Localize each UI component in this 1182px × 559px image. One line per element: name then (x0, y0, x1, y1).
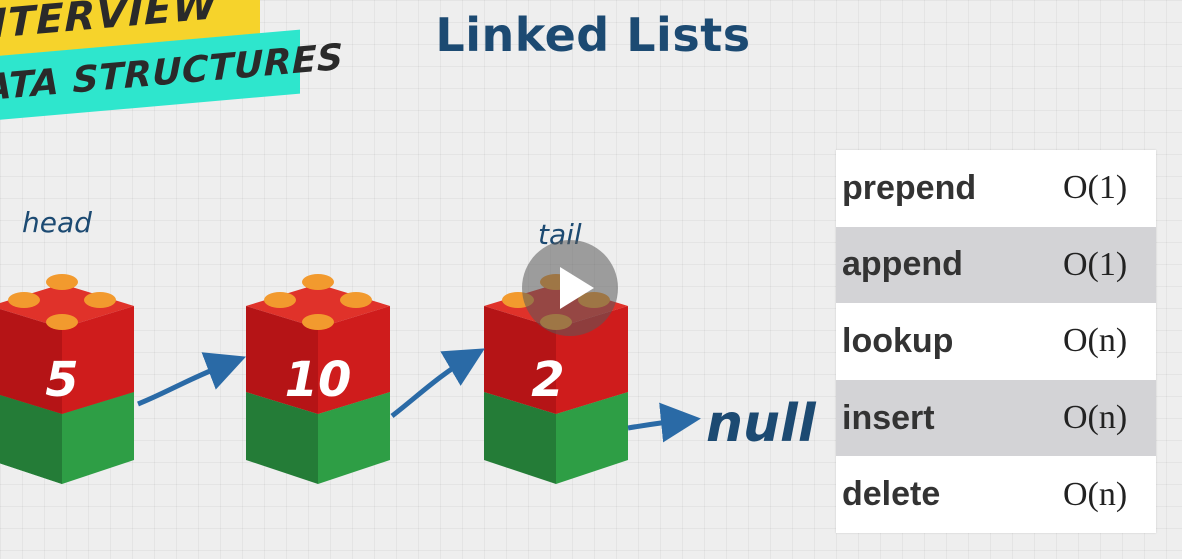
node-5-brick-right (62, 306, 134, 414)
node-5-stud (46, 314, 78, 330)
table-row: insert O(n) (836, 379, 1156, 457)
operation-cost: O(1) (1063, 245, 1128, 283)
node-5-base-left (0, 395, 62, 484)
node-10-stud (340, 292, 372, 308)
arrow-node-10-to-2 (390, 348, 485, 418)
table-row: delete O(n) (836, 456, 1156, 533)
operation-name: prepend (842, 168, 977, 207)
operation-cost: O(1) (1063, 169, 1128, 207)
node-10-brick-right (318, 306, 390, 414)
node-5-stud (84, 292, 116, 308)
operation-name: lookup (842, 321, 954, 360)
list-node-5: 5 (0, 274, 134, 484)
node-10-base-right (318, 392, 390, 484)
list-node-10: 10 (246, 274, 390, 484)
table-row: lookup O(n) (836, 303, 1156, 380)
operation-name: insert (842, 398, 935, 437)
slide-title: Linked Lists (435, 8, 751, 62)
operation-cost: O(n) (1063, 399, 1128, 437)
node-5-value: 5 (45, 352, 78, 408)
table-row: append O(1) (836, 226, 1156, 304)
node-5-stud (46, 274, 78, 290)
node-5-stud (8, 292, 40, 308)
play-icon[interactable] (522, 240, 618, 336)
node-10-stud (302, 274, 334, 290)
node-10-stud (302, 314, 334, 330)
table-row: prepend O(1) (836, 150, 1156, 227)
operations-complexity-table: prepend O(1) append O(1) lookup O(n) ins… (836, 150, 1156, 533)
operation-name: delete (842, 475, 941, 514)
node-10-value: 10 (285, 352, 352, 408)
operation-cost: O(n) (1063, 475, 1128, 513)
arrow-node-5-to-10 (137, 352, 247, 407)
node-5-brick-left (0, 309, 62, 414)
node-2-brick-left (484, 306, 556, 414)
null-label: null (706, 394, 816, 454)
node-2-value: 2 (531, 352, 564, 408)
arrow-node-2-to-null (627, 402, 701, 443)
node-10-stud (264, 292, 296, 308)
operation-cost: O(n) (1063, 322, 1128, 360)
node-2-base-right (556, 392, 628, 484)
node-10-base-left (246, 392, 318, 484)
node-10-brick-left (246, 306, 318, 414)
operation-name: append (842, 245, 963, 284)
head-label: head (22, 206, 92, 239)
node-2-base-left (484, 392, 556, 484)
